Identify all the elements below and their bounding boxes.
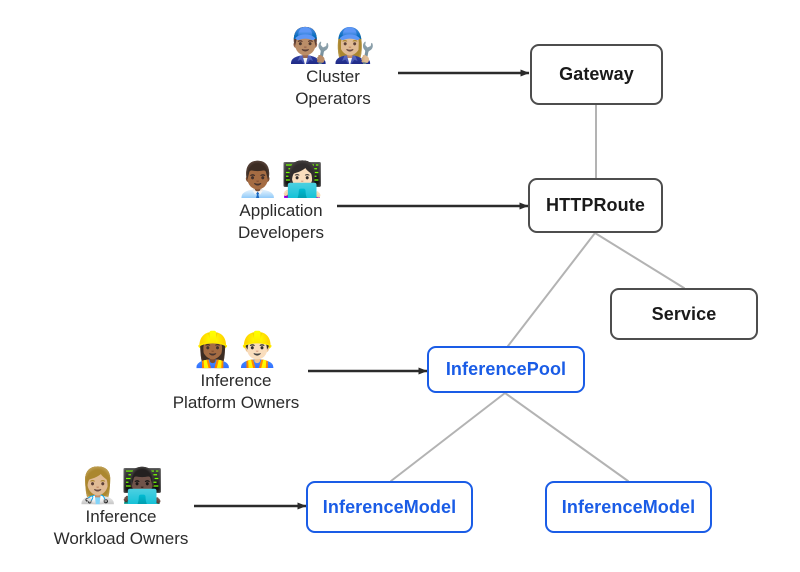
persona-cluster-operators-line2: Operators: [295, 89, 371, 108]
persona-cluster-operators: 👨🏽‍🔧👩🏼‍🔧 Cluster Operators: [258, 26, 408, 110]
node-inferencemodel-2-label: InferenceModel: [561, 496, 696, 517]
persona-inference-workload-owners-line1: Inference: [85, 507, 157, 526]
node-service[interactable]: Service: [610, 288, 758, 340]
node-inferencemodel-2[interactable]: InferenceModel: [545, 481, 712, 533]
persona-application-developers-line2: Developers: [238, 223, 324, 242]
node-inferencemodel-1-label: InferenceModel: [322, 496, 457, 517]
persona-application-developers: 👨🏾‍💼👩🏻‍💻 Application Developers: [195, 160, 367, 244]
persona-inference-platform-owners-line2: Platform Owners: [172, 393, 300, 412]
node-inferencepool-label: InferencePool: [445, 359, 567, 379]
persona-application-developers-line1: Application: [239, 201, 323, 220]
persona-cluster-operators-line1: Cluster: [306, 67, 360, 86]
persona-inference-platform-owners: 👷🏾‍♀️👷🏻‍♂️ Inference Platform Owners: [150, 330, 322, 414]
node-httproute-label: HTTPRoute: [546, 195, 645, 215]
connector-inferencepool-inferencemodel-2: [504, 392, 629, 482]
node-inferencepool[interactable]: InferencePool: [427, 346, 585, 393]
persona-cluster-operators-icons: 👨🏽‍🔧👩🏼‍🔧: [288, 26, 378, 66]
node-httproute[interactable]: HTTPRoute: [528, 178, 663, 233]
connector-httproute-service: [594, 232, 685, 289]
persona-application-developers-icons: 👨🏾‍💼👩🏻‍💻: [236, 160, 326, 200]
node-inferencemodel-1[interactable]: InferenceModel: [306, 481, 473, 533]
persona-inference-platform-owners-icons: 👷🏾‍♀️👷🏻‍♂️: [191, 330, 281, 370]
persona-inference-workload-owners-icons: 👩🏼‍⚕️👨🏿‍💻: [76, 466, 166, 506]
persona-inference-platform-owners-line1: Inference: [200, 371, 272, 390]
node-gateway[interactable]: Gateway: [530, 44, 663, 105]
node-gateway-label: Gateway: [559, 64, 634, 84]
persona-inference-workload-owners-line2: Workload Owners: [53, 529, 189, 548]
node-service-label: Service: [651, 303, 717, 324]
connector-httproute-inferencepool: [507, 232, 596, 347]
persona-inference-workload-owners: 👩🏼‍⚕️👨🏿‍💻 Inference Workload Owners: [35, 466, 207, 550]
connector-inferencepool-inferencemodel-1: [390, 392, 506, 482]
